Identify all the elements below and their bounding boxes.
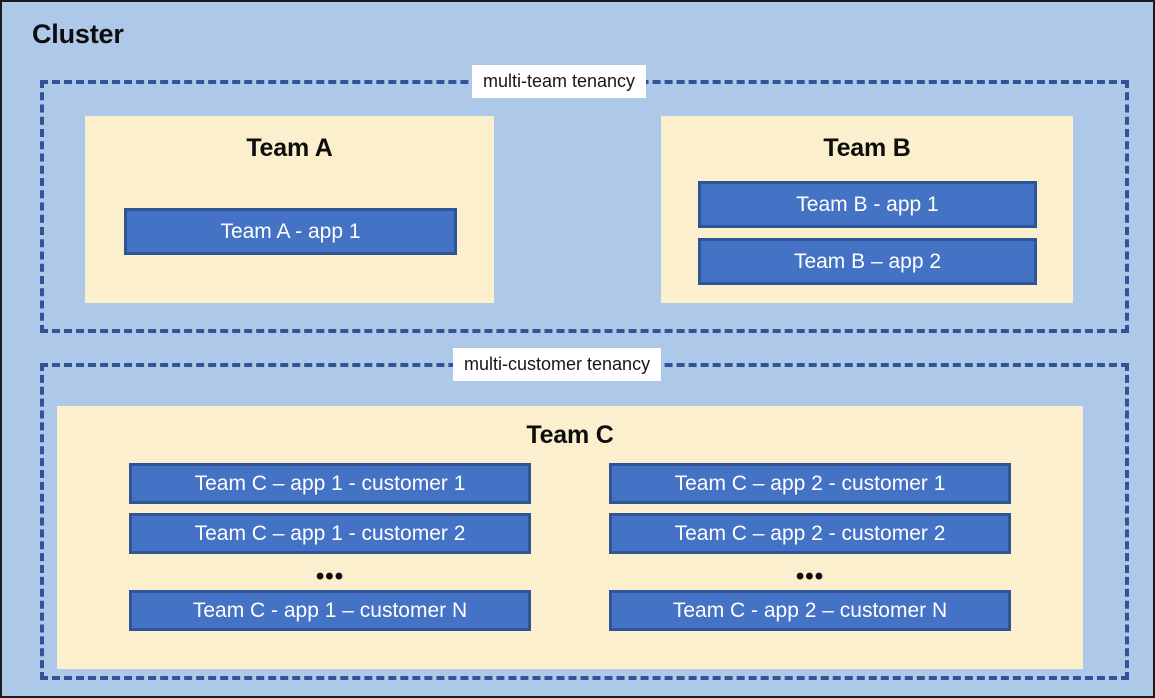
team-b-app-2[interactable]: Team B – app 2 [698,238,1037,285]
team-c-box: Team C Team C – app 1 - customer 1 Team … [57,406,1083,669]
team-b-title: Team B [823,134,911,162]
team-c-app1-column: Team C – app 1 - customer 1 Team C – app… [129,463,531,640]
team-c-title: Team C [526,421,614,449]
team-b-app-1[interactable]: Team B - app 1 [698,181,1037,228]
team-a-title: Team A [246,134,333,162]
cluster-title: Cluster [32,19,124,49]
team-c-app-columns: Team C – app 1 - customer 1 Team C – app… [57,463,1083,640]
team-c-app2-column: Team C – app 2 - customer 1 Team C – app… [609,463,1011,640]
team-c-app2-customer-2[interactable]: Team C – app 2 - customer 2 [609,513,1011,554]
multi-team-tenancy-label: multi-team tenancy [472,65,647,98]
team-c-app2-customer-1[interactable]: Team C – app 2 - customer 1 [609,463,1011,504]
team-c-app2-ellipsis: ••• [795,562,825,590]
team-a-app-1[interactable]: Team A - app 1 [124,208,457,255]
multi-customer-tenancy-label: multi-customer tenancy [453,348,662,381]
team-c-app1-ellipsis: ••• [315,562,345,590]
team-a-app-list: Team A - app 1 [124,208,457,255]
team-a-box: Team A Team A - app 1 [85,116,494,303]
team-b-app-list: Team B - app 1 Team B – app 2 [698,181,1037,285]
team-c-app1-customer-1[interactable]: Team C – app 1 - customer 1 [129,463,531,504]
team-c-app1-customer-n[interactable]: Team C - app 1 – customer N [129,590,531,631]
team-b-box: Team B Team B - app 1 Team B – app 2 [661,116,1073,303]
team-c-app1-customer-2[interactable]: Team C – app 1 - customer 2 [129,513,531,554]
team-c-app2-customer-n[interactable]: Team C - app 2 – customer N [609,590,1011,631]
